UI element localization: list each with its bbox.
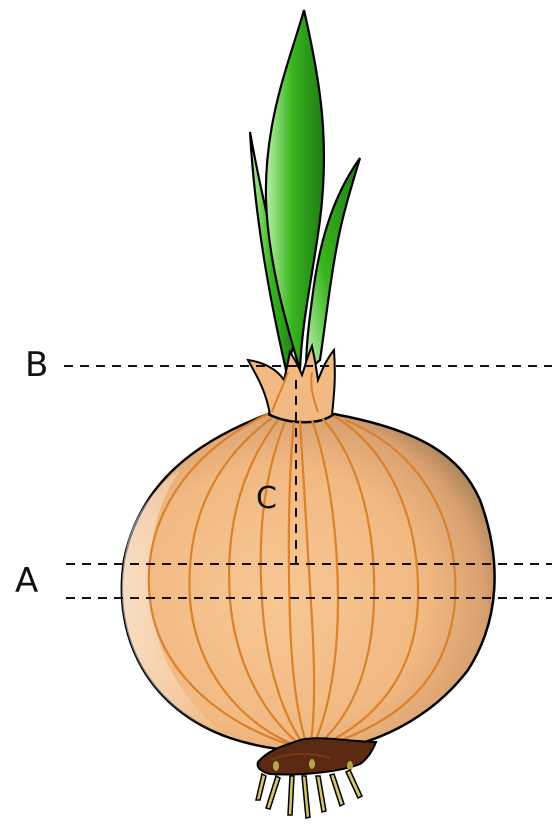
roots — [256, 770, 362, 818]
label-a: A — [15, 564, 38, 598]
label-c: C — [256, 484, 277, 514]
leaves — [250, 10, 360, 372]
bulb — [122, 414, 495, 751]
label-b: B — [25, 348, 48, 382]
